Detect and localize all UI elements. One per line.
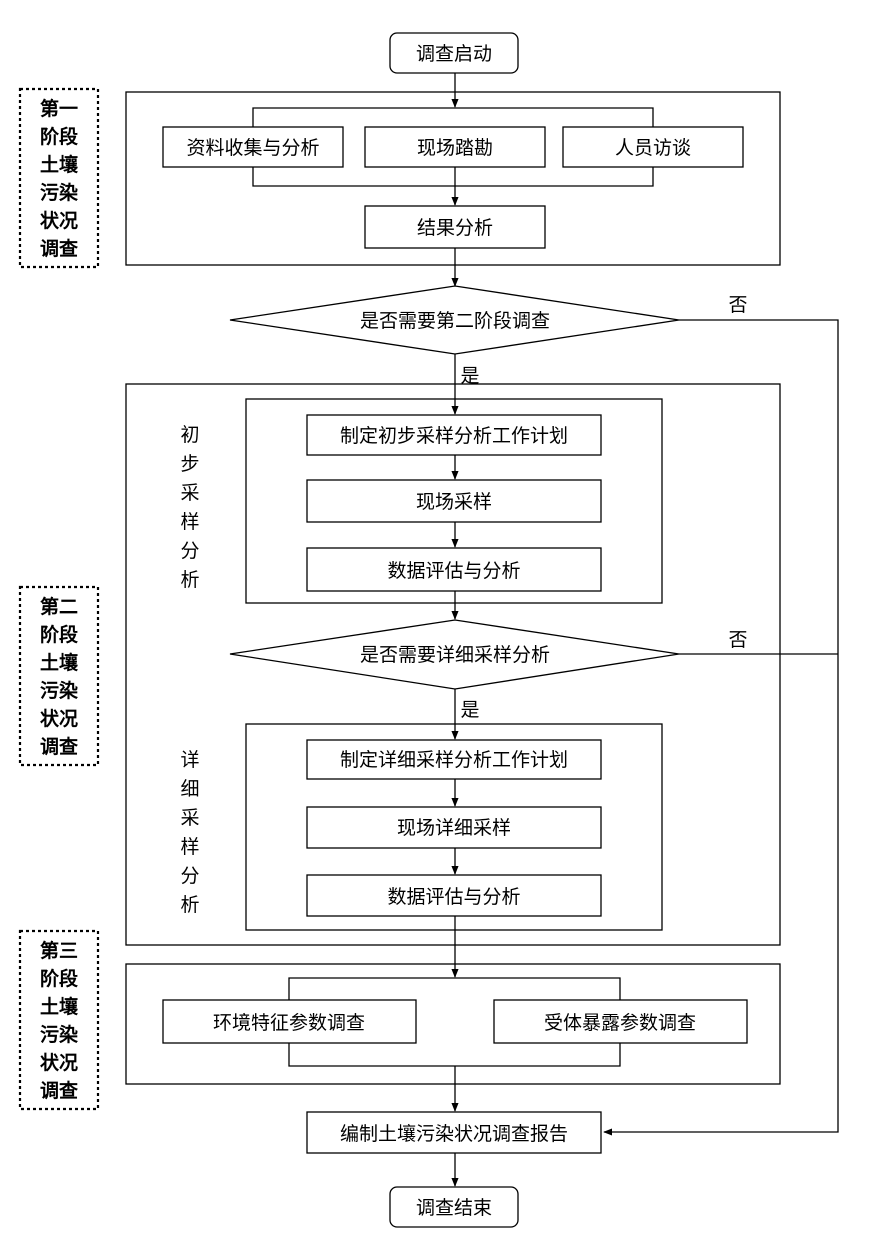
stage2-line: 第二 — [40, 595, 78, 618]
svg-text:调查启动: 调查启动 — [416, 43, 492, 65]
end-node: 调查结束 — [389, 1186, 519, 1228]
detail-plan-box: 制定详细采样分析工作计划 — [306, 739, 602, 780]
prelim-frame — [245, 398, 663, 604]
svg-text:初: 初 — [180, 424, 199, 446]
stage3-frame — [125, 963, 781, 1085]
stage1-line: 污染 — [40, 181, 78, 204]
stage3-label: 第三 阶段 土壤 污染 状况 调查 — [18, 929, 100, 1111]
stage2-line: 阶段 — [40, 623, 79, 646]
interview-box: 人员访谈 — [562, 126, 744, 168]
svg-text:析: 析 — [180, 894, 199, 916]
svg-text:现场踏勘: 现场踏勘 — [417, 137, 493, 159]
svg-text:受体暴露参数调查: 受体暴露参数调查 — [544, 1012, 696, 1034]
result-analysis-box: 结果分析 — [364, 205, 546, 249]
stage3-line: 调查 — [40, 1079, 79, 1102]
edge-label-no1: 否 — [728, 294, 747, 316]
svg-text:样: 样 — [180, 511, 199, 533]
svg-text:分: 分 — [180, 540, 199, 562]
svg-text:数据评估与分析: 数据评估与分析 — [387, 560, 520, 582]
site-visit-box: 现场踏勘 — [364, 126, 546, 168]
svg-text:调查结束: 调查结束 — [416, 1197, 492, 1219]
stage2-line: 状况 — [40, 707, 78, 730]
stage1-line: 第一 — [40, 97, 78, 120]
stage3-line: 第三 — [40, 939, 78, 962]
stage1-line: 土壤 — [40, 153, 79, 176]
svg-text:数据评估与分析: 数据评估与分析 — [387, 886, 520, 908]
svg-text:分: 分 — [180, 865, 199, 887]
svg-text:析: 析 — [180, 569, 199, 591]
svg-text:细: 细 — [180, 778, 199, 800]
stage1-line: 状况 — [40, 209, 78, 232]
svg-text:现场详细采样: 现场详细采样 — [397, 817, 511, 839]
stage1-label: 第一 阶段 土壤 污染 状况 调查 — [18, 87, 100, 269]
svg-text:编制土壤污染状况调查报告: 编制土壤污染状况调查报告 — [340, 1123, 568, 1145]
svg-text:制定详细采样分析工作计划: 制定详细采样分析工作计划 — [340, 749, 568, 771]
receptor-params-box: 受体暴露参数调查 — [493, 999, 748, 1044]
svg-text:采: 采 — [180, 482, 199, 504]
detail-frame — [245, 723, 663, 931]
svg-text:样: 样 — [180, 836, 199, 858]
stage1-line: 阶段 — [40, 125, 79, 148]
decision2-diamond: 是否需要详细采样分析 — [229, 619, 680, 690]
edge-label-no2: 否 — [728, 629, 747, 651]
svg-text:详: 详 — [180, 749, 199, 771]
start-node: 调查启动 — [389, 32, 519, 74]
decision1-diamond: 是否需要第二阶段调查 — [229, 285, 680, 355]
svg-text:资料收集与分析: 资料收集与分析 — [186, 137, 319, 159]
stage2-line: 污染 — [40, 679, 78, 702]
detail-group-label: 详 细 采 样 分 析 — [180, 749, 199, 916]
stage1-line: 调查 — [40, 237, 79, 260]
stage3-line: 阶段 — [40, 967, 79, 990]
svg-text:是否需要第二阶段调查: 是否需要第二阶段调查 — [360, 310, 550, 332]
stage3-line: 土壤 — [40, 995, 79, 1018]
prelim-sampling-box: 现场采样 — [306, 479, 602, 523]
svg-text:环境特征参数调查: 环境特征参数调查 — [213, 1012, 365, 1034]
stage2-frame — [125, 383, 781, 946]
detail-sampling-box: 现场详细采样 — [306, 806, 602, 849]
stage3-line: 状况 — [40, 1051, 78, 1074]
stage3-line: 污染 — [40, 1023, 78, 1046]
detail-eval-box: 数据评估与分析 — [306, 874, 602, 917]
connectors — [252, 73, 839, 1187]
edge-label-yes2: 是 — [460, 699, 479, 721]
env-params-box: 环境特征参数调查 — [162, 999, 417, 1044]
data-collection-box: 资料收集与分析 — [162, 126, 344, 168]
prelim-plan-box: 制定初步采样分析工作计划 — [306, 414, 602, 456]
svg-text:现场采样: 现场采样 — [416, 491, 492, 513]
stage2-line: 土壤 — [40, 651, 79, 674]
report-box: 编制土壤污染状况调查报告 — [306, 1111, 602, 1154]
svg-text:采: 采 — [180, 807, 199, 829]
svg-text:制定初步采样分析工作计划: 制定初步采样分析工作计划 — [340, 425, 568, 447]
stage2-label: 第二 阶段 土壤 污染 状况 调查 — [18, 585, 100, 767]
prelim-eval-box: 数据评估与分析 — [306, 547, 602, 592]
stage2-line: 调查 — [40, 735, 79, 758]
stage1-frame — [125, 91, 781, 266]
svg-text:人员访谈: 人员访谈 — [615, 137, 691, 159]
prelim-group-label: 初 步 采 样 分 析 — [180, 424, 199, 591]
svg-text:步: 步 — [180, 453, 199, 475]
svg-text:是否需要详细采样分析: 是否需要详细采样分析 — [360, 644, 550, 666]
svg-text:结果分析: 结果分析 — [417, 217, 493, 239]
edge-label-yes1: 是 — [460, 365, 479, 387]
